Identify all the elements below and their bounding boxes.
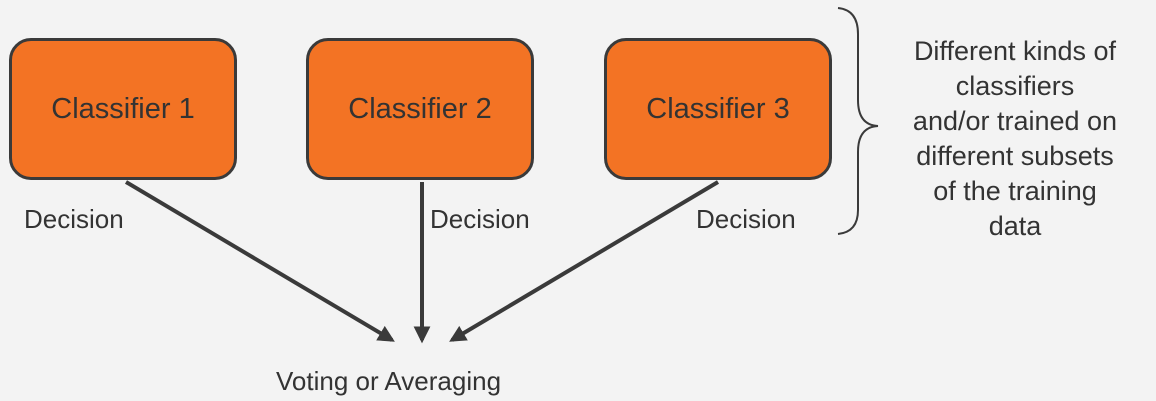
note-line: Different kinds of bbox=[913, 36, 1117, 66]
classifier-box-2: Classifier 2 bbox=[306, 38, 534, 180]
decision-label-2: Decision bbox=[430, 204, 530, 234]
classifier-note: Different kinds of classifiers and/or tr… bbox=[874, 34, 1156, 244]
classifier-box-3: Classifier 3 bbox=[604, 38, 832, 180]
classifier-label: Classifier 1 bbox=[51, 92, 195, 125]
output-label: Voting or Averaging bbox=[276, 366, 502, 396]
note-line: different subsets bbox=[916, 141, 1114, 171]
note-line: and/or trained on bbox=[912, 106, 1118, 136]
classifier-box-1: Classifier 1 bbox=[9, 38, 237, 180]
arrow-classifier-3 bbox=[449, 180, 720, 342]
classifier-label: Classifier 2 bbox=[348, 92, 492, 125]
decision-label-3: Decision bbox=[696, 204, 796, 234]
note-line: of the training bbox=[933, 176, 1097, 206]
note-line: classifiers bbox=[955, 71, 1075, 101]
curly-brace bbox=[837, 7, 879, 235]
arrow-classifier-1 bbox=[124, 180, 395, 342]
classifier-label: Classifier 3 bbox=[646, 92, 790, 125]
decision-label-1: Decision bbox=[24, 204, 124, 234]
note-line: data bbox=[988, 211, 1042, 241]
